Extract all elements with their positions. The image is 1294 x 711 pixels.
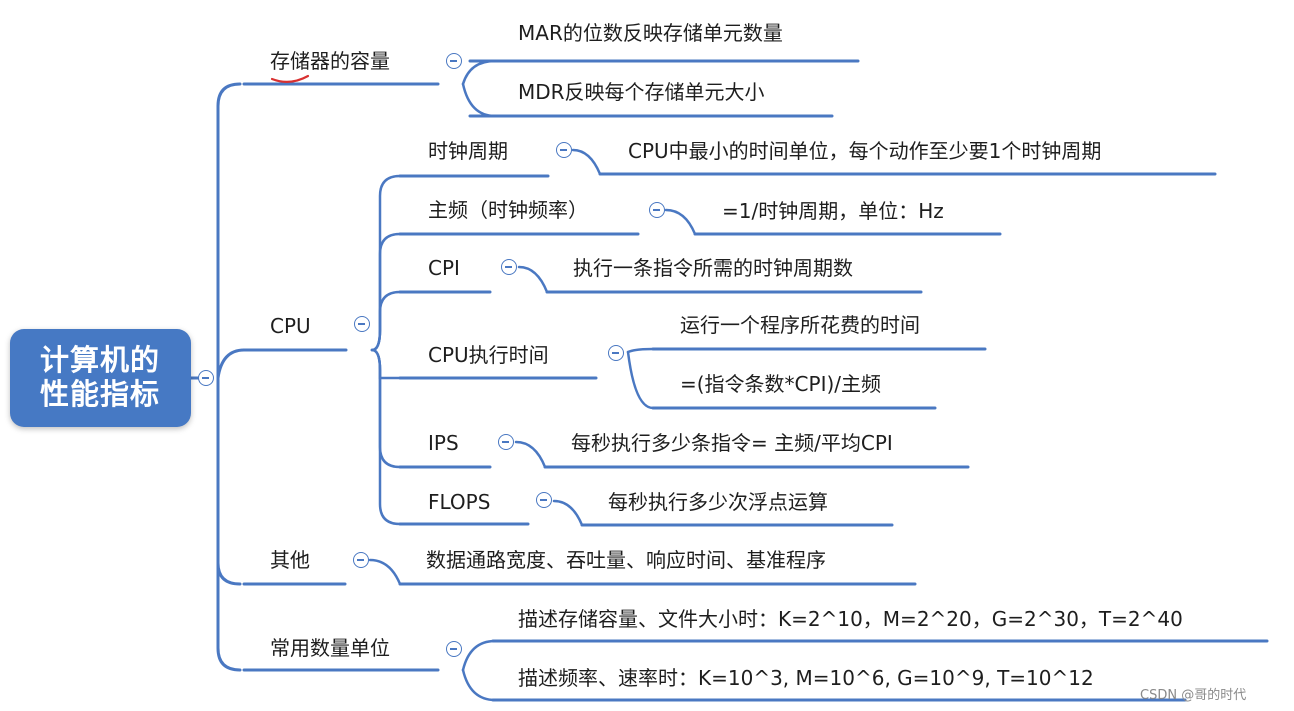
node-ips[interactable]: IPS [428,431,459,455]
node-storage-capacity[interactable]: 存储器的容量 [270,49,390,73]
node-clock-period-desc[interactable]: CPU中最小的时间单位，每个动作至少要1个时钟周期 [628,139,1102,163]
node-frequency-units[interactable]: 描述频率、速率时：K=10^3, M=10^6, G=10^9, T=10^12 [518,666,1094,690]
root-title-line2: 性能指标 [40,377,161,411]
collapse-icon[interactable] [556,142,572,158]
root-title-line1: 计算机的 [40,343,161,377]
collapse-icon[interactable] [353,552,369,568]
collapse-icon[interactable] [198,370,214,386]
node-flops-desc[interactable]: 每秒执行多少次浮点运算 [608,490,828,514]
collapse-icon[interactable] [649,202,665,218]
node-cpu[interactable]: CPU [270,314,311,338]
node-cpi-desc[interactable]: 执行一条指令所需的时钟周期数 [573,256,853,280]
node-flops[interactable]: FLOPS [428,490,491,514]
watermark: CSDN @哥的时代 [1140,688,1247,703]
node-clock-period[interactable]: 时钟周期 [428,139,508,163]
node-common-units[interactable]: 常用数量单位 [270,636,390,660]
node-main-frequency[interactable]: 主频（时钟频率） [428,198,588,222]
collapse-icon[interactable] [446,641,462,657]
root-node[interactable]: 计算机的 性能指标 [10,329,191,427]
node-ips-desc[interactable]: 每秒执行多少条指令= 主频/平均CPI [571,431,893,455]
node-exec-time-desc1[interactable]: 运行一个程序所花费的时间 [680,313,920,337]
node-mar[interactable]: MAR的位数反映存储单元数量 [518,21,783,45]
collapse-icon[interactable] [354,316,370,332]
node-cpi[interactable]: CPI [428,256,460,280]
collapse-icon[interactable] [536,492,552,508]
collapse-icon[interactable] [498,434,514,450]
collapse-icon[interactable] [608,345,624,361]
node-mdr[interactable]: MDR反映每个存储单元大小 [518,80,765,104]
node-main-frequency-desc[interactable]: =1/时钟周期，单位：Hz [722,199,944,223]
node-cpu-exec-time[interactable]: CPU执行时间 [428,343,549,367]
node-other[interactable]: 其他 [270,548,310,572]
node-other-desc[interactable]: 数据通路宽度、吞吐量、响应时间、基准程序 [426,548,826,572]
node-storage-units[interactable]: 描述存储容量、文件大小时：K=2^10，M=2^20，G=2^30，T=2^40 [518,607,1183,631]
node-exec-time-formula[interactable]: =(指令条数*CPI)/主频 [680,372,882,396]
collapse-icon[interactable] [446,53,462,69]
collapse-icon[interactable] [501,259,517,275]
